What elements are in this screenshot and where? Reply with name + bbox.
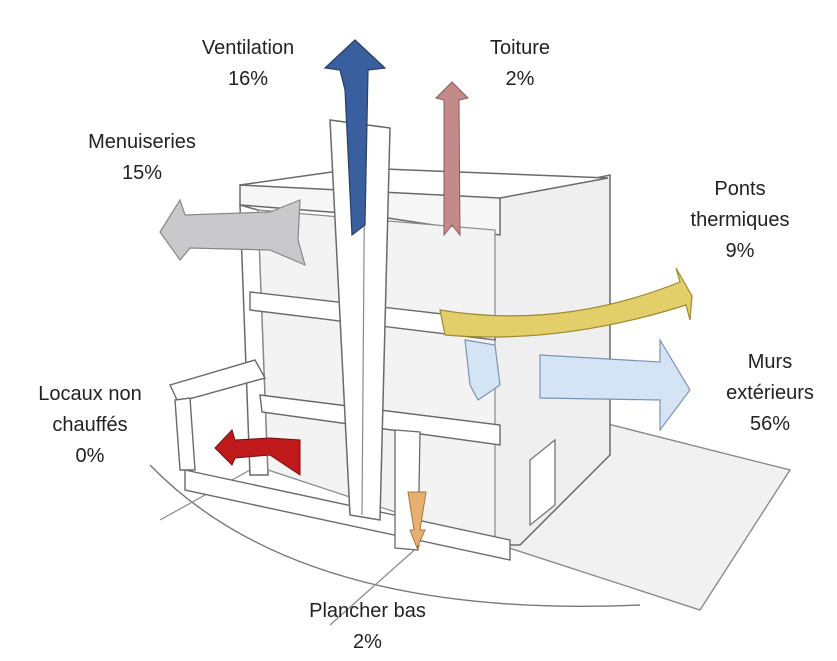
label-plancher-bas: Plancher bas 2% bbox=[285, 596, 450, 658]
annex-roof bbox=[169, 359, 267, 403]
label-murs-exterieurs: Murs extérieurs 56% bbox=[700, 347, 837, 440]
label-ventilation-value: 16% bbox=[227, 68, 269, 90]
label-ponts-thermiques: Ponts thermiques 9% bbox=[670, 174, 810, 267]
arrow-murs-exterieurs bbox=[464, 337, 691, 432]
arrow-locaux-non-chauffes bbox=[214, 429, 301, 476]
arrow-menuiseries bbox=[159, 198, 306, 267]
label-menuiseries-value: 15% bbox=[121, 162, 163, 184]
label-murs-value: 56% bbox=[749, 413, 791, 435]
label-toiture-name: Toiture bbox=[489, 37, 551, 59]
ground-line-bottom bbox=[329, 544, 421, 626]
label-ponts-line1: Ponts bbox=[714, 178, 766, 200]
annex-wall bbox=[174, 397, 196, 471]
label-murs-line2: extérieurs bbox=[726, 382, 814, 404]
side-door bbox=[529, 438, 556, 527]
ventilation-shaft bbox=[329, 119, 391, 521]
label-locaux-value: 0% bbox=[75, 445, 105, 467]
arrow-toiture bbox=[435, 81, 469, 237]
label-menuiseries-name: Menuiseries bbox=[88, 131, 196, 153]
arrow-ponts-thermiques bbox=[439, 267, 693, 338]
label-locaux-non-chauffes: Locaux non chauffés 0% bbox=[10, 379, 170, 472]
roof-top bbox=[239, 167, 609, 199]
label-ponts-line2: thermiques bbox=[690, 209, 790, 231]
ground-arc bbox=[149, 464, 641, 608]
label-toiture-value: 2% bbox=[505, 68, 535, 90]
label-plancher-name: Plancher bas bbox=[309, 600, 426, 622]
label-locaux-line1: Locaux non bbox=[38, 383, 142, 405]
label-plancher-value: 2% bbox=[353, 631, 382, 653]
label-menuiseries: Menuiseries 15% bbox=[62, 127, 222, 189]
label-toiture: Toiture 2% bbox=[470, 33, 570, 95]
label-locaux-line2: chauffés bbox=[52, 414, 128, 436]
label-ponts-value: 9% bbox=[725, 240, 755, 262]
label-ventilation-name: Ventilation bbox=[201, 37, 295, 59]
arrow-plancher-bas bbox=[407, 491, 427, 550]
label-murs-line1: Murs bbox=[747, 351, 793, 373]
label-ventilation: Ventilation 16% bbox=[178, 33, 318, 95]
arrow-ventilation bbox=[323, 39, 387, 237]
